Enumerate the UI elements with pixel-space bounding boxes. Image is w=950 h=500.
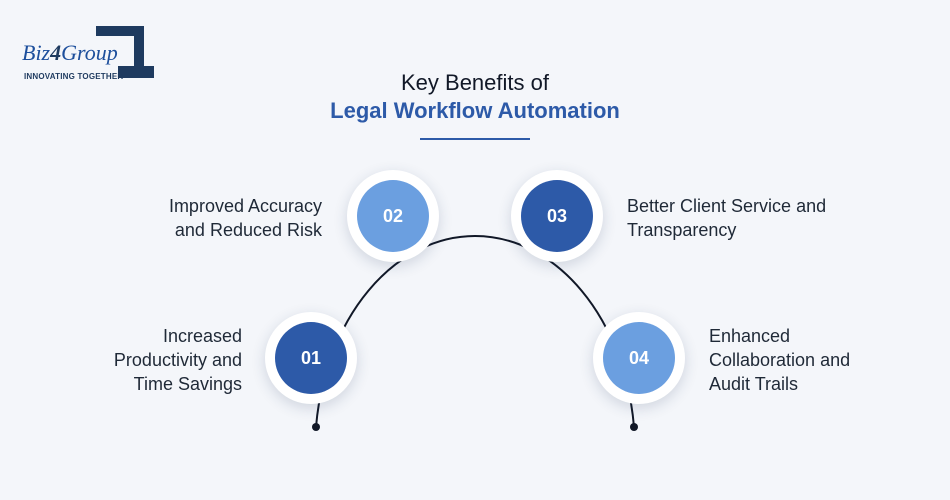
step-label-04-line1: Enhanced (709, 326, 791, 346)
logo-word-end: Group (61, 40, 118, 65)
step-label-04: Enhanced Collaboration and Audit Trails (709, 324, 850, 396)
arc-endpoint-left (312, 423, 320, 431)
step-badge-01: 01 (275, 322, 347, 394)
step-label-03: Better Client Service and Transparency (627, 194, 826, 242)
step-badge-02: 02 (357, 180, 429, 252)
page-title-line2: Legal Workflow Automation (330, 98, 620, 123)
logo-word-digit: 4 (50, 40, 62, 65)
logo-frame-shape (96, 26, 144, 76)
step-label-03-line1: Better Client Service and (627, 196, 827, 216)
step-label-03-line2: Transparency (627, 220, 737, 240)
step-label-02-line2: and Reduced Risk (174, 220, 322, 240)
logo-word-start: Biz (22, 40, 51, 65)
bizgroup-logo: Biz4Group INNOVATING TOGETHER (22, 26, 158, 86)
step-circle-01: 01 (265, 312, 357, 404)
step-label-04-line2: Collaboration and (709, 350, 851, 370)
step-label-02: Improved Accuracy and Reduced Risk (169, 194, 322, 242)
step-circle-02: 02 (347, 170, 439, 262)
step-circle-03: 03 (511, 170, 603, 262)
step-badge-04: 04 (603, 322, 675, 394)
arc-line (315, 235, 635, 428)
step-label-02-line1: Improved Accuracy (168, 196, 322, 216)
step-badge-03: 03 (521, 180, 593, 252)
step-label-04-line3: Audit Trails (709, 374, 799, 394)
logo-tagline: INNOVATING TOGETHER (24, 72, 124, 81)
step-circle-04: 04 (593, 312, 685, 404)
step-label-01-line1: Increased (162, 326, 242, 346)
step-label-01: Increased Productivity and Time Savings (114, 324, 242, 396)
page-title-line1: Key Benefits of (401, 70, 549, 95)
logo-frame-shape-bottom (118, 66, 154, 78)
step-label-01-line2: Productivity and (113, 350, 242, 370)
step-label-01-line3: Time Savings (133, 374, 242, 394)
title-underline (420, 138, 530, 140)
logo-wordmark: Biz4Group (22, 40, 118, 66)
arc-endpoint-right (630, 423, 638, 431)
